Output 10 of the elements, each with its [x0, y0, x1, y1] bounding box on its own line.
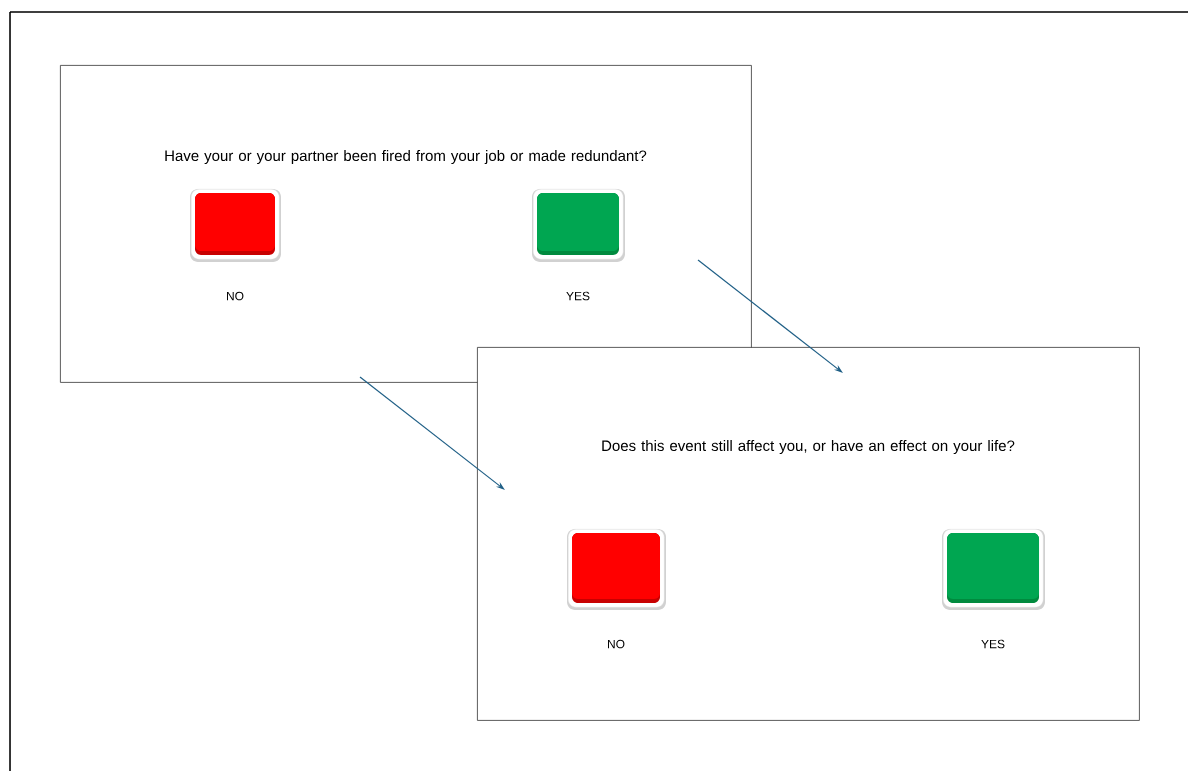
button-icon — [190, 189, 281, 262]
button-label: YES — [981, 639, 1005, 649]
button-label: NO — [608, 639, 625, 649]
arrow — [697, 259, 843, 373]
button-icon — [532, 189, 625, 262]
button-label: NO — [227, 291, 244, 301]
button-label: YES — [566, 291, 590, 301]
button-icon — [942, 529, 1045, 610]
button-icon — [567, 529, 666, 610]
arrow — [359, 376, 505, 490]
